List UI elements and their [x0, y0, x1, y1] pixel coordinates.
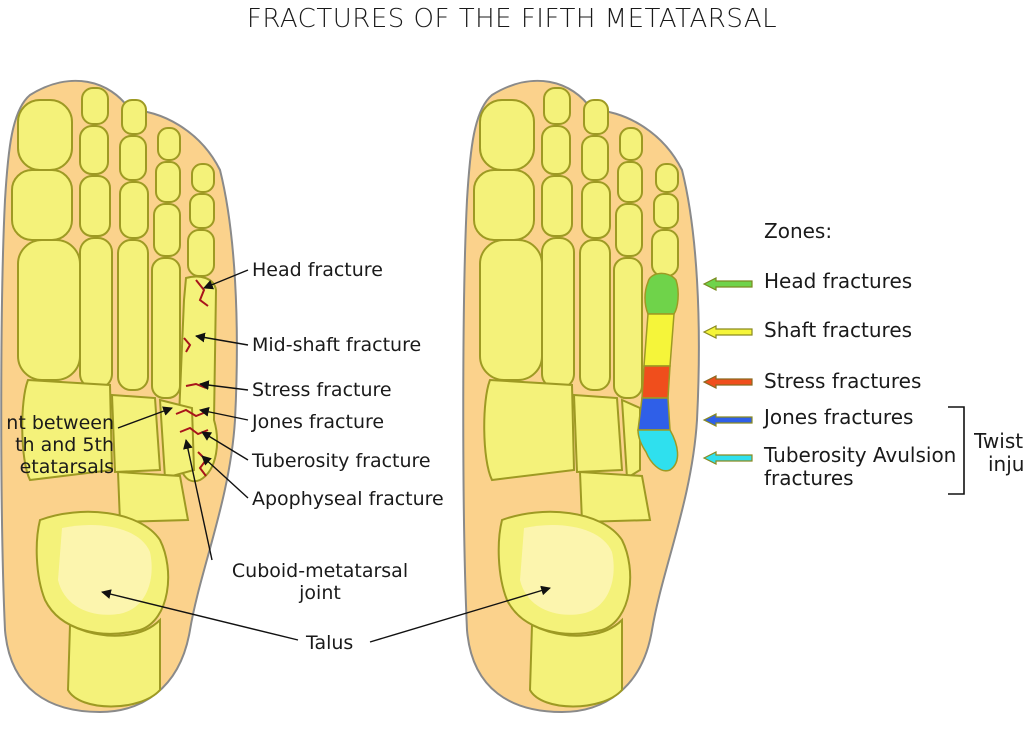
- zone-stress: [641, 365, 671, 399]
- talus-right-leader: [369, 585, 551, 643]
- arrow-shaft-fractures: [702, 325, 753, 339]
- twisting-line2: inju: [988, 452, 1024, 476]
- zone-label-stress: Stress fractures: [764, 369, 922, 393]
- label-apophyseal-fracture: Apophyseal fracture: [252, 488, 444, 510]
- arrow-tuberosity-fractures: [702, 451, 753, 465]
- zone-label-tuberosity-line1: Tuberosity Avulsion: [764, 443, 957, 467]
- label-cuboid-line2: joint: [299, 582, 341, 604]
- twisting-bracket: [948, 406, 965, 495]
- label-joint-line2: th and 5th: [15, 434, 114, 456]
- label-midshaft-fracture: Mid-shaft fracture: [252, 334, 422, 356]
- twisting-injury-label: Twisti inju: [974, 430, 1024, 476]
- label-joint-line1: nt between: [6, 412, 114, 434]
- left-talus-highlight: [58, 525, 152, 615]
- right-foot: [369, 79, 700, 714]
- zone-label-jones: Jones fractures: [764, 405, 914, 429]
- label-joint-line3: etatarsals: [19, 456, 114, 478]
- zone-head: [644, 272, 679, 315]
- arrow-stress-fractures: [702, 375, 753, 389]
- label-head-fracture: Head fracture: [252, 259, 383, 281]
- zone-label-tuberosity: Tuberosity Avulsion fractures: [764, 444, 956, 490]
- arrow-head-fractures: [702, 277, 753, 291]
- label-tuberosity-fracture: Tuberosity fracture: [252, 450, 431, 472]
- zone-label-tuberosity-line2: fractures: [764, 466, 854, 490]
- twisting-line1: Twisti: [974, 430, 1024, 453]
- zone-jones: [637, 397, 671, 431]
- zone-label-shaft: Shaft fractures: [764, 318, 913, 342]
- label-jones-fracture: Jones fracture: [252, 411, 385, 433]
- zones-heading: Zones:: [764, 219, 833, 243]
- left-leader-lines: [101, 269, 299, 641]
- zone-label-head: Head fractures: [764, 269, 913, 293]
- zone-tuberosity: [637, 429, 679, 472]
- zone-arrows: [702, 277, 753, 465]
- arrow-jones-fractures: [702, 413, 753, 427]
- diagram-title: FRACTURES OF THE FIFTH METATARSAL: [246, 4, 778, 34]
- metatarsal-zones: [637, 272, 679, 472]
- right-talus-highlight: [520, 525, 614, 615]
- label-talus: Talus: [306, 632, 354, 654]
- zone-shaft: [643, 313, 675, 367]
- label-cuboid-line1: Cuboid-metatarsal: [231, 560, 409, 582]
- left-foot: [0, 79, 299, 714]
- label-joint-between-metatarsals: nt between th and 5th etatarsals: [0, 412, 114, 478]
- label-stress-fracture: Stress fracture: [252, 379, 392, 401]
- label-cuboid-metatarsal-joint: Cuboid-metatarsal joint: [210, 560, 430, 604]
